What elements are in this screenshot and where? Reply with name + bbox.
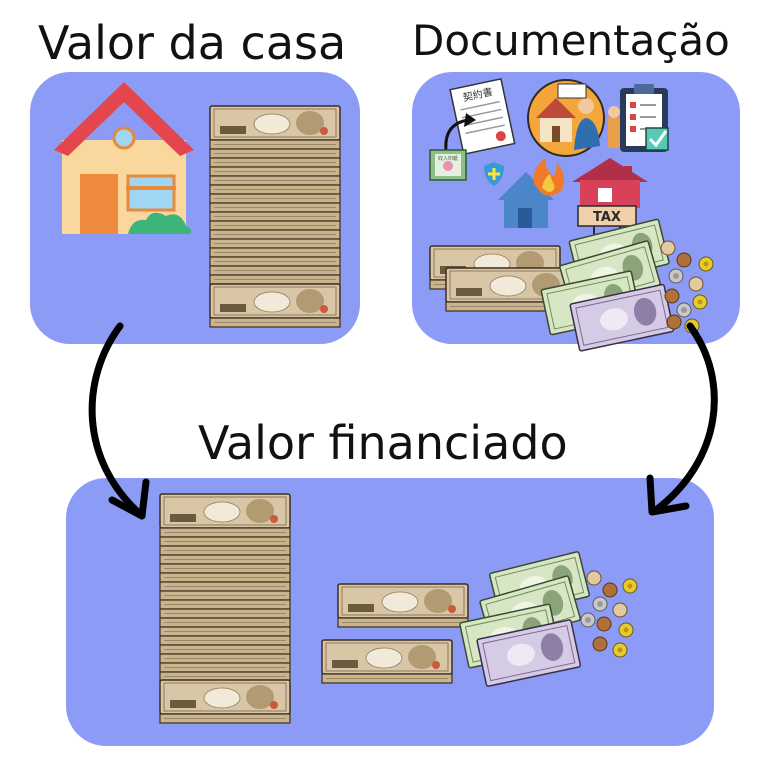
yen-bills-fan-financed (458, 550, 591, 688)
financed-value-title: Valor financiado (198, 416, 568, 470)
house-icon (54, 82, 194, 234)
checklist-clipboard-icon (608, 84, 669, 152)
yen-banknote-stack-icon-medium (321, 583, 469, 684)
house-value-title: Valor da casa (38, 16, 347, 70)
yen-bills-fan (540, 218, 675, 352)
yen-banknote-stack-icon-large (159, 493, 291, 724)
realtor-house-icon (527, 79, 605, 157)
tax-house-icon: TAX (572, 158, 648, 234)
yen-banknote-stack-icon (209, 105, 341, 328)
seal-stamp-icon: 収入印紙 (429, 149, 467, 181)
tax-label: TAX (593, 210, 621, 225)
arrow-house-to-financed (88, 322, 150, 520)
coins-icon (660, 240, 714, 334)
arrow-docs-to-financed (646, 322, 718, 516)
seal-label: 収入印紙 (438, 155, 458, 162)
fire-insurance-house-icon (484, 158, 564, 228)
coins-icon-financed (580, 570, 638, 658)
contract-document-icon: 契約書 (449, 77, 516, 156)
documentation-title: Documentação (412, 16, 730, 65)
